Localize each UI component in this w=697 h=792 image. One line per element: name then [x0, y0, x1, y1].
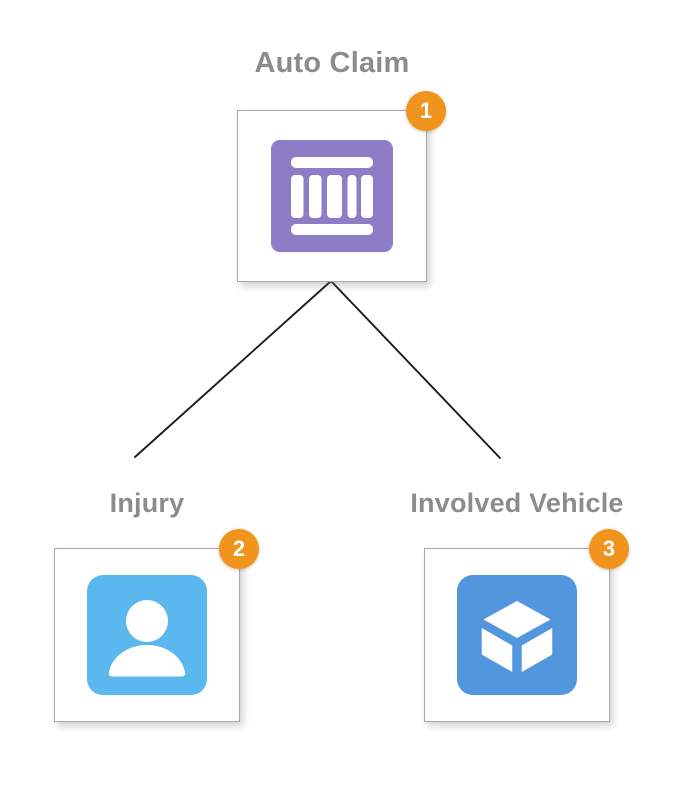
node-injury-badge: 2: [219, 529, 259, 569]
node-injury-card[interactable]: 2: [54, 529, 259, 722]
node-involved-vehicle[interactable]: Involved Vehicle 3: [410, 488, 629, 722]
node-injury[interactable]: Injury 2: [54, 488, 259, 722]
node-auto-claim-title: Auto Claim: [254, 47, 410, 79]
node-auto-claim[interactable]: Auto Claim 1: [237, 47, 446, 282]
person-icon: [87, 575, 207, 695]
node-auto-claim-badge: 1: [406, 91, 446, 131]
cube-box-icon: [457, 575, 577, 695]
node-involved-vehicle-badge: 3: [589, 529, 629, 569]
node-involved-vehicle-card[interactable]: 3: [424, 529, 629, 722]
node-involved-vehicle-title: Involved Vehicle: [410, 488, 624, 518]
institution-barcode-icon: [271, 140, 393, 252]
node-injury-title: Injury: [109, 488, 185, 518]
node-auto-claim-card[interactable]: 1: [237, 91, 446, 282]
connector-root-to-vehicle: [330, 280, 501, 459]
connector-root-to-injury: [134, 280, 332, 458]
